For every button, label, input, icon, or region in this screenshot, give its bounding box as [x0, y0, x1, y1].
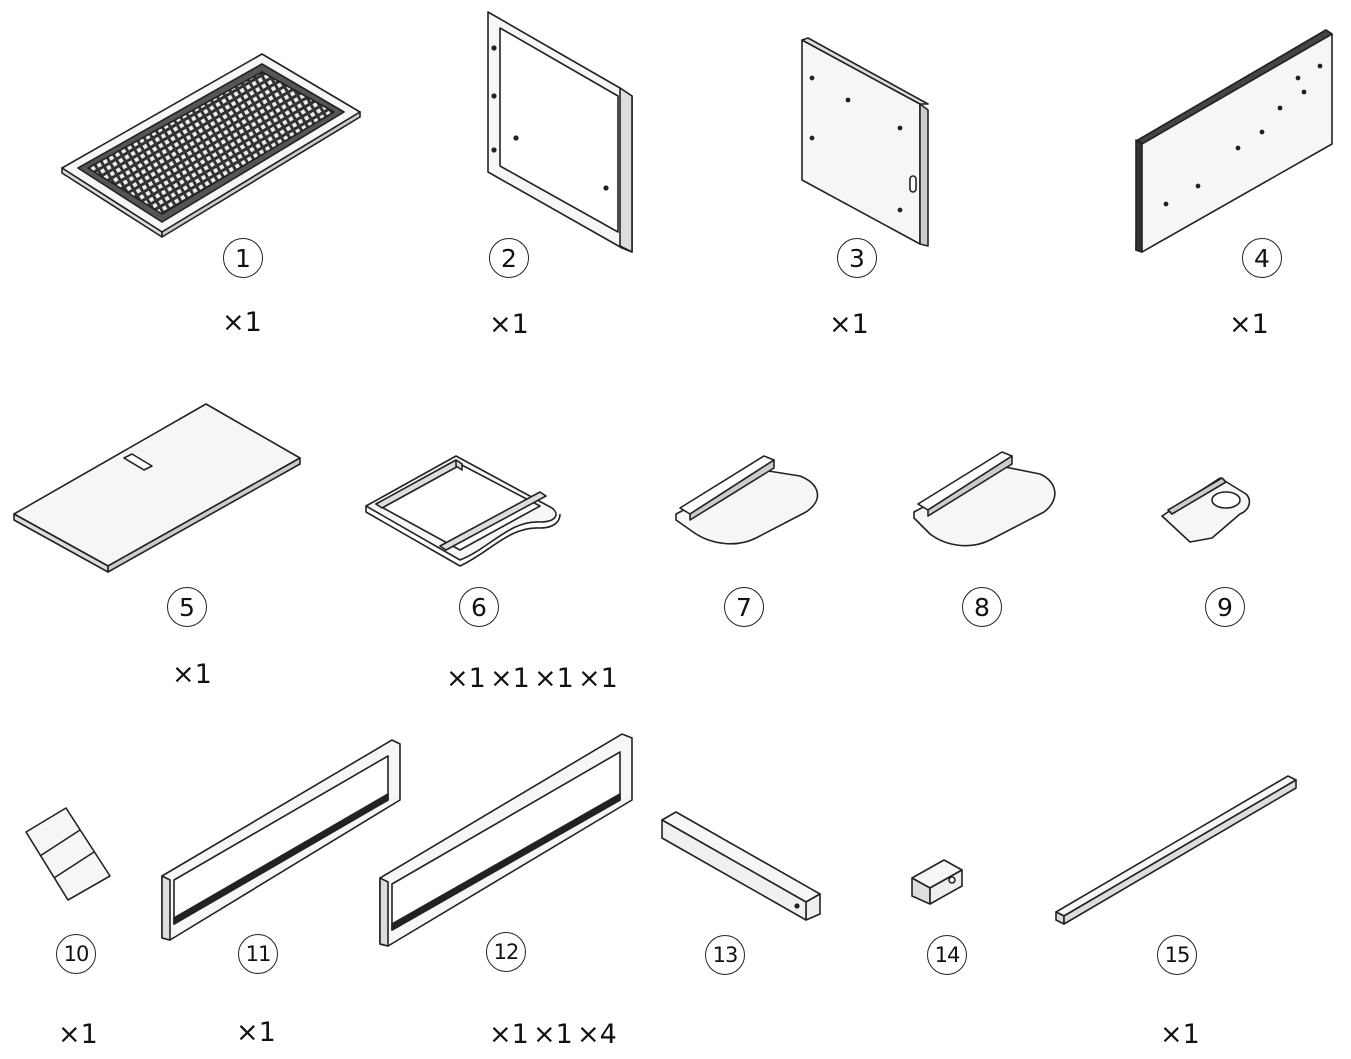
part-9-drawing — [1162, 478, 1249, 542]
quantity-label: ×1 — [829, 309, 869, 340]
part-13-drawing — [662, 812, 820, 920]
quantity-label: ×1 — [172, 659, 212, 690]
part-number-11: 11 — [238, 934, 278, 974]
quantity-label: ×1 — [578, 663, 618, 694]
part-10-drawing — [26, 808, 110, 900]
quantity-label: ×1 — [1229, 309, 1269, 340]
quantity-label: ×1 — [533, 1019, 573, 1050]
part-4-drawing — [1136, 30, 1332, 252]
part-7-drawing — [676, 456, 817, 544]
part-8-drawing — [914, 452, 1055, 546]
part-12-drawing — [380, 734, 632, 946]
quantity-label: ×1 — [490, 663, 530, 694]
part-number-3: 3 — [837, 238, 877, 278]
part-number-5: 5 — [167, 587, 207, 627]
quantity-label: ×4 — [577, 1019, 617, 1050]
part-number-1: 1 — [223, 238, 263, 278]
part-1-drawing — [62, 54, 360, 237]
quantity-label: ×1 — [236, 1017, 276, 1048]
part-number-10: 10 — [56, 934, 96, 974]
part-number-14: 14 — [927, 935, 967, 975]
part-number-9: 9 — [1205, 587, 1245, 627]
quantity-label: ×1 — [489, 1019, 529, 1050]
part-number-2: 2 — [489, 238, 529, 278]
part-11-drawing — [162, 740, 400, 940]
quantity-label: ×1 — [534, 663, 574, 694]
part-5-drawing — [14, 404, 300, 572]
quantity-label: ×1 — [1160, 1019, 1200, 1050]
part-2-drawing — [488, 12, 632, 252]
part-number-12: 12 — [486, 932, 526, 972]
quantity-label: ×1 — [58, 1019, 98, 1050]
part-number-15: 15 — [1157, 935, 1197, 975]
part-number-6: 6 — [459, 587, 499, 627]
part-15-drawing — [1056, 776, 1296, 924]
part-number-8: 8 — [962, 587, 1002, 627]
quantity-label: ×1 — [489, 309, 529, 340]
part-14-drawing — [912, 860, 962, 904]
part-6-drawing — [366, 456, 560, 566]
quantity-label: ×1 — [222, 307, 262, 338]
part-number-7: 7 — [724, 587, 764, 627]
part-number-4: 4 — [1242, 238, 1282, 278]
part-number-13: 13 — [705, 935, 745, 975]
quantity-label: ×1 — [446, 663, 486, 694]
part-3-drawing — [802, 38, 928, 246]
